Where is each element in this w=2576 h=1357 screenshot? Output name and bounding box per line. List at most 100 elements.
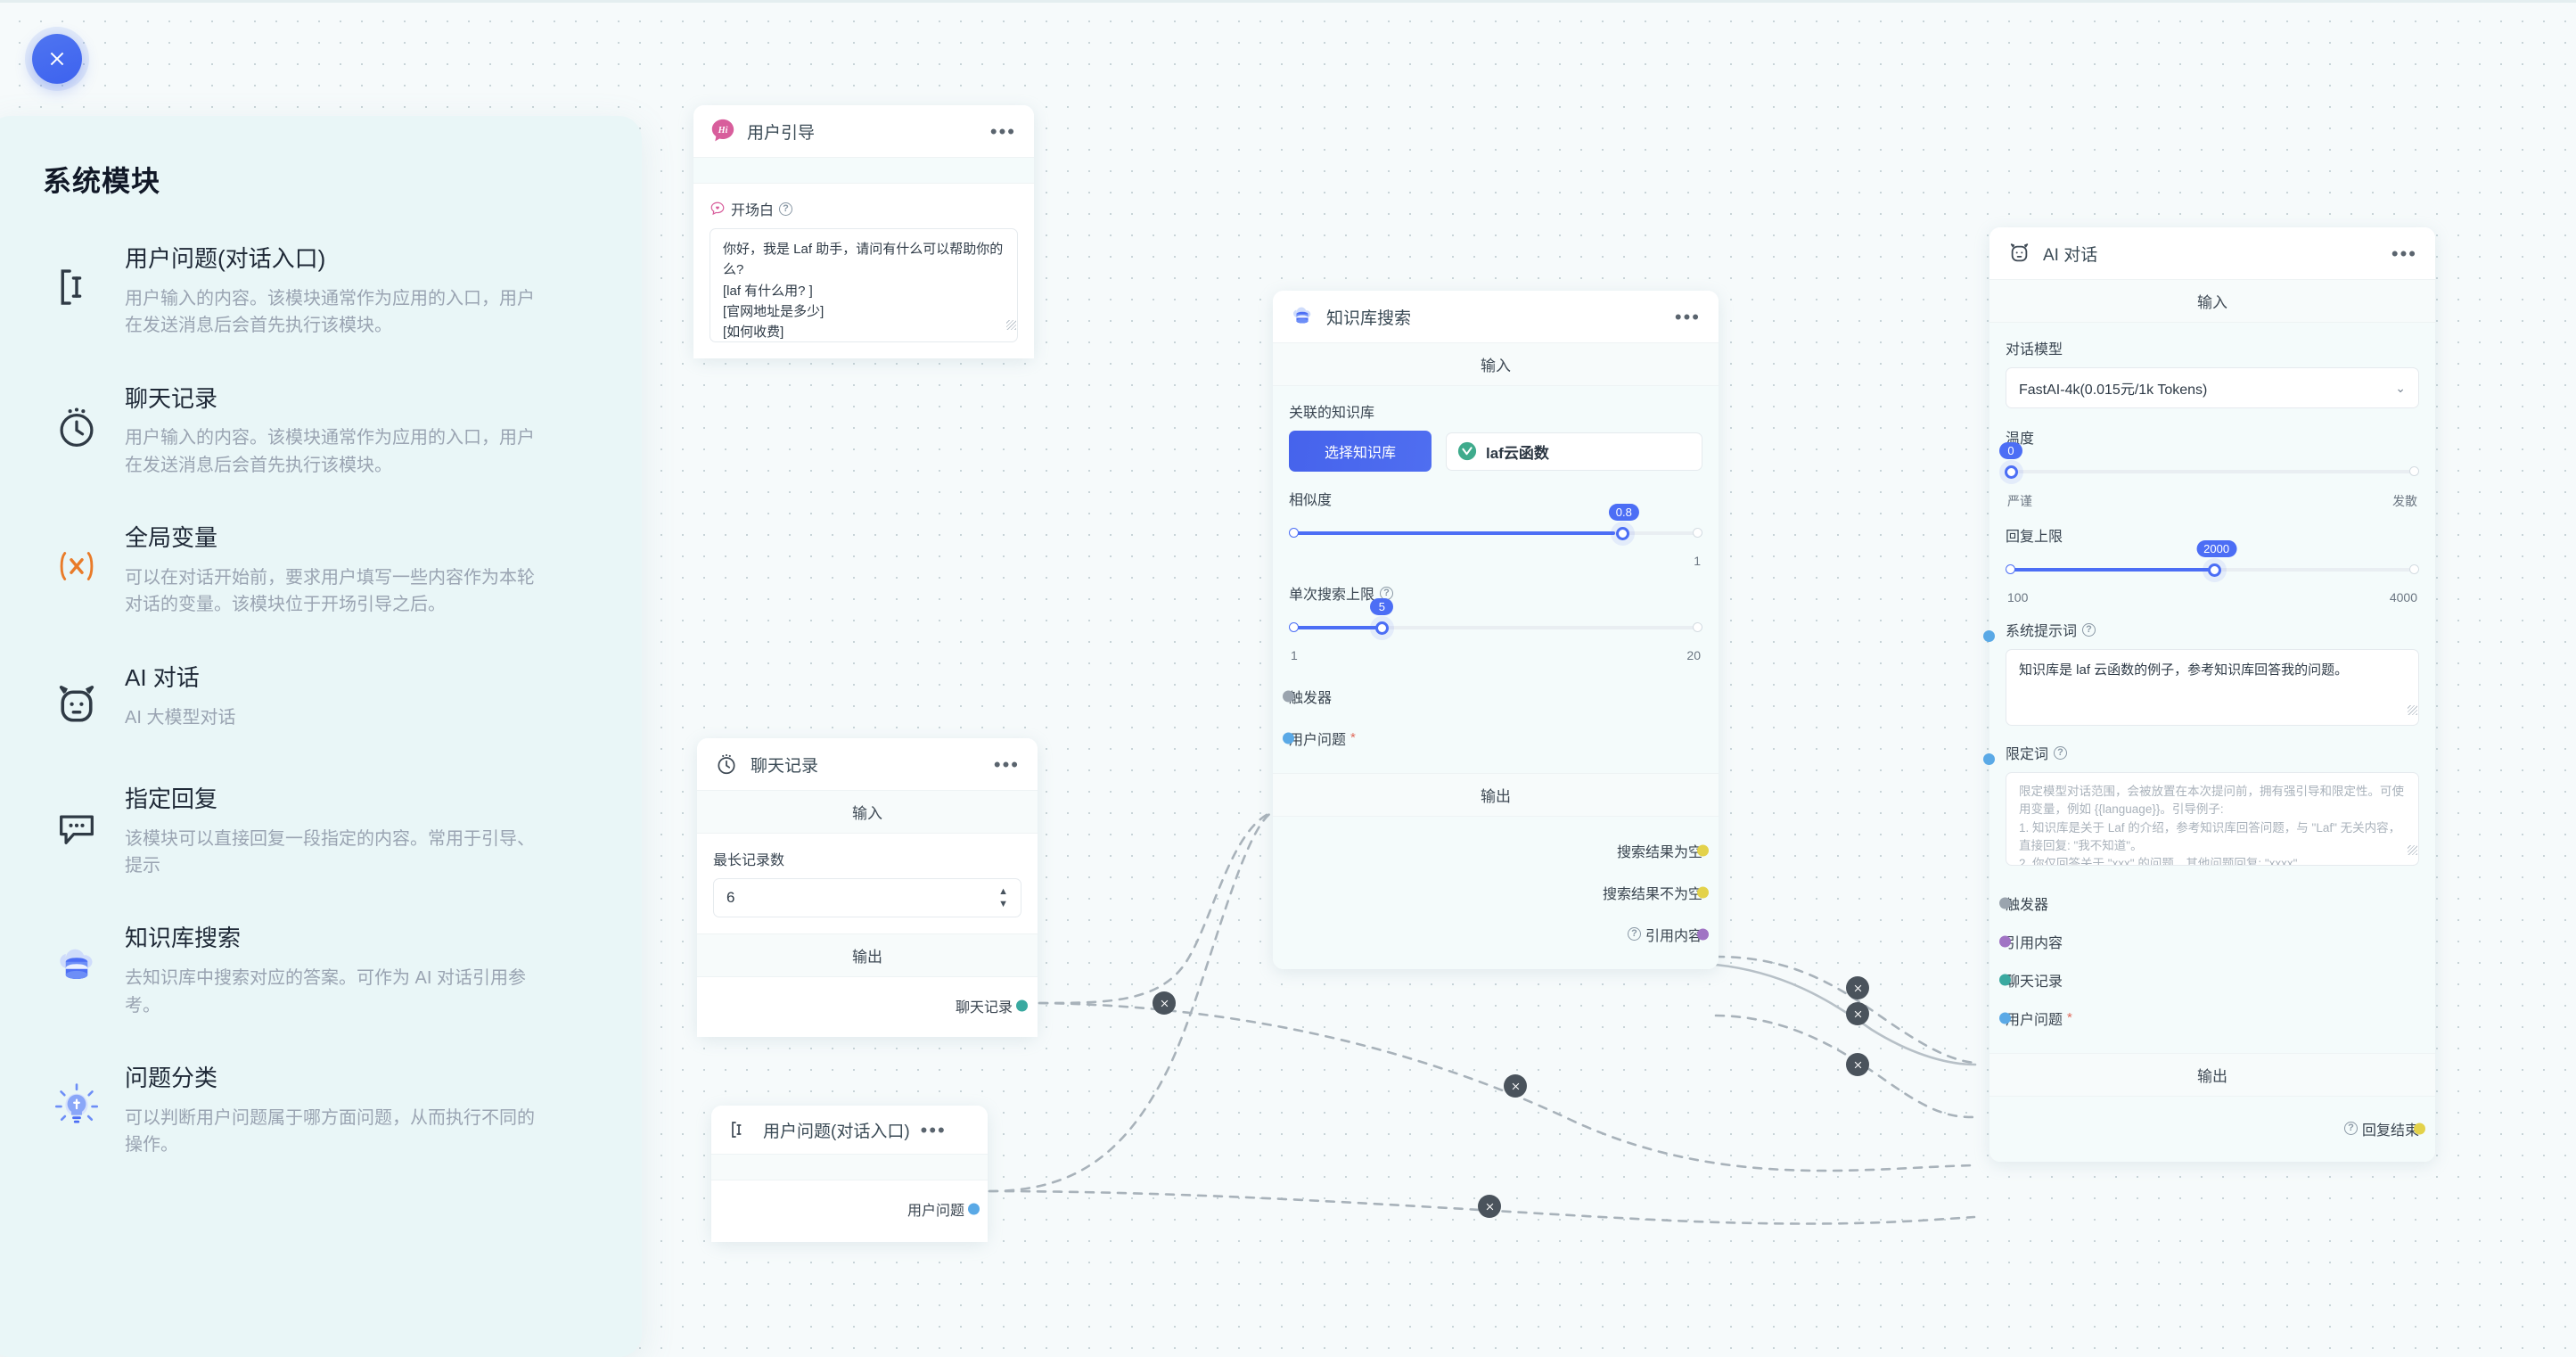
- input-port-row[interactable]: 触发器: [1999, 889, 2419, 917]
- node-ai-chat[interactable]: AI 对话 ••• 输入 对话模型 FastAI-4k(0.015元/1k To…: [1983, 227, 2435, 1162]
- node-header[interactable]: 知识库搜索 •••: [1273, 291, 1719, 342]
- qualifier-label: 限定词 ?: [2006, 742, 2419, 763]
- ai-temp-block: 温度 0 严谨 发散: [1989, 414, 2435, 512]
- slider-min-cap: [1289, 528, 1299, 538]
- edge-delete-button[interactable]: [1846, 976, 1869, 999]
- module-item-specified-reply[interactable]: 指定回复 该模块可以直接回复一段指定的内容。常用于引导、提示: [43, 781, 588, 880]
- help-icon[interactable]: ?: [2054, 745, 2068, 760]
- kb-input-ports: 触发器 用户问题*: [1273, 664, 1719, 773]
- temperature-slider[interactable]: 0: [1999, 442, 2419, 487]
- select-dataset-button[interactable]: 选择知识库: [1289, 431, 1432, 472]
- close-panel-button[interactable]: [32, 34, 82, 84]
- qualifier-port-dot[interactable]: [1983, 753, 1995, 765]
- slider-knob[interactable]: [1375, 621, 1390, 635]
- input-port-dot[interactable]: [1999, 935, 2011, 947]
- help-icon[interactable]: ?: [1627, 927, 1641, 941]
- output-port-dot[interactable]: [1016, 999, 1028, 1011]
- module-name: 指定回复: [125, 785, 218, 812]
- stepper-down-icon[interactable]: ▼: [998, 898, 1008, 909]
- input-port-row[interactable]: 引用内容: [1999, 927, 2419, 955]
- help-icon[interactable]: ?: [2082, 622, 2096, 637]
- resize-grip[interactable]: [2408, 845, 2417, 855]
- limit-label: 单次搜索上限 ?: [1289, 582, 1702, 604]
- output-port-dot[interactable]: [968, 1203, 980, 1214]
- slider-knob[interactable]: [2005, 465, 2018, 479]
- node-user-question[interactable]: 用户问题(对话入口) ••• 用户问题: [711, 1106, 988, 1242]
- input-port-row[interactable]: 触发器: [1283, 682, 1702, 710]
- output-port-row[interactable]: 搜索结果不为空: [1289, 878, 1709, 906]
- limit-slider[interactable]: 5: [1289, 598, 1702, 643]
- node-kb-search[interactable]: 知识库搜索 ••• 输入 关联的知识库 选择知识库 laf云函数 相似度: [1273, 291, 1719, 969]
- edge-delete-button[interactable]: [1478, 1195, 1501, 1218]
- close-icon: [1854, 984, 1861, 991]
- input-port-dot[interactable]: [1999, 974, 2011, 985]
- stepper-up-icon[interactable]: ▲: [998, 885, 1008, 897]
- module-item-chat-history[interactable]: 聊天记录 用户输入的内容。该模块通常作为应用的入口，用户在发送消息后会首先执行该…: [43, 381, 588, 480]
- module-item-user-question[interactable]: 用户问题(对话入口) 用户输入的内容。该模块通常作为应用的入口，用户在发送消息后…: [43, 241, 588, 340]
- node-menu-button[interactable]: •••: [2391, 242, 2417, 265]
- stepper[interactable]: ▲ ▼: [998, 885, 1008, 909]
- similarity-slider[interactable]: 0.8: [1289, 504, 1702, 548]
- resize-grip[interactable]: [2408, 705, 2417, 715]
- help-icon[interactable]: ?: [2343, 1122, 2358, 1135]
- output-port-row[interactable]: 聊天记录: [713, 991, 1028, 1019]
- node-user-guide[interactable]: Hi 用户引导 ••• 开场白 ? 你好，我是 Laf 助手，请问有什么可以帮助…: [693, 105, 1034, 358]
- slider-knob[interactable]: [1615, 527, 1629, 540]
- module-item-ai-chat[interactable]: AI 对话 AI 大模型对话: [43, 660, 588, 740]
- close-icon: [1161, 999, 1168, 1007]
- opening-statement-textarea[interactable]: 你好，我是 Laf 助手，请问有什么可以帮助你的么? [laf 有什么用? ] …: [710, 228, 1018, 342]
- module-desc: 用户输入的内容。该模块通常作为应用的入口，用户在发送消息后会首先执行该模块。: [125, 288, 535, 336]
- output-port-dot[interactable]: [1697, 844, 1709, 856]
- edge-delete-button[interactable]: [1504, 1074, 1527, 1098]
- node-menu-button[interactable]: •••: [920, 1118, 947, 1141]
- output-port-row[interactable]: ? 引用内容: [1289, 920, 1709, 948]
- edge-delete-button[interactable]: [1846, 1053, 1869, 1076]
- database-cloud-icon: [43, 933, 111, 1000]
- system-modules-panel[interactable]: 系统模块 用户问题(对话入口) 用户输入的内容。该模块通常作为应用的入口，用户在…: [0, 116, 642, 1357]
- output-port-row[interactable]: ? 回复结束: [2006, 1114, 2425, 1142]
- input-port-label: 聊天记录: [2006, 974, 2063, 990]
- module-item-question-classify[interactable]: 问题分类 可以判断用户问题属于哪方面问题，从而执行不同的操作。: [43, 1060, 588, 1159]
- similarity-range: 1: [1289, 554, 1702, 568]
- input-port-dot[interactable]: [1999, 1012, 2011, 1024]
- output-port-row[interactable]: 用户问题: [726, 1195, 980, 1222]
- input-port-dot[interactable]: [1999, 897, 2011, 909]
- module-item-kb-search[interactable]: 知识库搜索 去知识库中搜索对应的答案。可作为 AI 对话引用参考。: [43, 920, 588, 1019]
- input-port-dot[interactable]: [1283, 732, 1294, 744]
- dataset-chip[interactable]: laf云函数: [1446, 432, 1702, 471]
- node-chat-history[interactable]: 聊天记录 ••• 输入 最长记录数 6 ▲ ▼ 输出 聊天记录: [697, 738, 1038, 1037]
- node-header[interactable]: Hi 用户引导 •••: [693, 105, 1034, 157]
- clock-history-icon: [43, 393, 111, 461]
- max-records-input[interactable]: 6 ▲ ▼: [713, 878, 1021, 917]
- output-port-row[interactable]: 搜索结果为空: [1289, 836, 1709, 864]
- edge-delete-button[interactable]: [1153, 991, 1176, 1015]
- qualifier-textarea[interactable]: 限定模型对话范围，会被放置在本次提问前，拥有强引导和限定性。可使用变量，例如 {…: [2006, 772, 2419, 866]
- output-port-dot[interactable]: [1697, 886, 1709, 898]
- node-header[interactable]: 用户问题(对话入口) •••: [711, 1106, 988, 1154]
- node-menu-button[interactable]: •••: [989, 119, 1016, 143]
- output-port-dot[interactable]: [1697, 928, 1709, 940]
- input-port-row[interactable]: 聊天记录: [1999, 966, 2419, 993]
- input-port-row[interactable]: 用户问题*: [1999, 1004, 2419, 1032]
- resize-grip[interactable]: [1006, 320, 1016, 330]
- max-tokens-slider[interactable]: 2000: [2006, 540, 2419, 585]
- ai-input-ports: 触发器 引用内容 聊天记录 用户问题*: [1989, 869, 2435, 1053]
- help-icon[interactable]: ?: [779, 201, 793, 216]
- system-prompt-label: 系统提示词 ?: [2006, 619, 2419, 640]
- slider-knob[interactable]: [2208, 563, 2222, 577]
- module-item-global-variable[interactable]: 全局变量 可以在对话开始前，要求用户填写一些内容作为本轮对话的变量。该模块位于开…: [43, 520, 588, 619]
- input-port-dot[interactable]: [1283, 690, 1294, 702]
- node-header[interactable]: 聊天记录 •••: [697, 738, 1038, 790]
- similarity-max: 1: [1694, 554, 1701, 568]
- model-select[interactable]: FastAI-4k(0.015元/1k Tokens) ⌄: [2006, 367, 2419, 408]
- input-port-row[interactable]: 用户问题*: [1283, 724, 1702, 752]
- top-divider: [0, 0, 2576, 3]
- system-prompt-port-dot[interactable]: [1983, 630, 1995, 642]
- node-header[interactable]: AI 对话 •••: [1989, 227, 2435, 279]
- node-menu-button[interactable]: •••: [1674, 305, 1701, 328]
- edge-delete-button[interactable]: [1846, 1002, 1869, 1025]
- system-prompt-textarea[interactable]: 知识库是 laf 云函数的例子，参考知识库回答我的问题。: [2006, 649, 2419, 726]
- node-menu-button[interactable]: •••: [993, 753, 1020, 776]
- output-port-dot[interactable]: [2414, 1123, 2425, 1134]
